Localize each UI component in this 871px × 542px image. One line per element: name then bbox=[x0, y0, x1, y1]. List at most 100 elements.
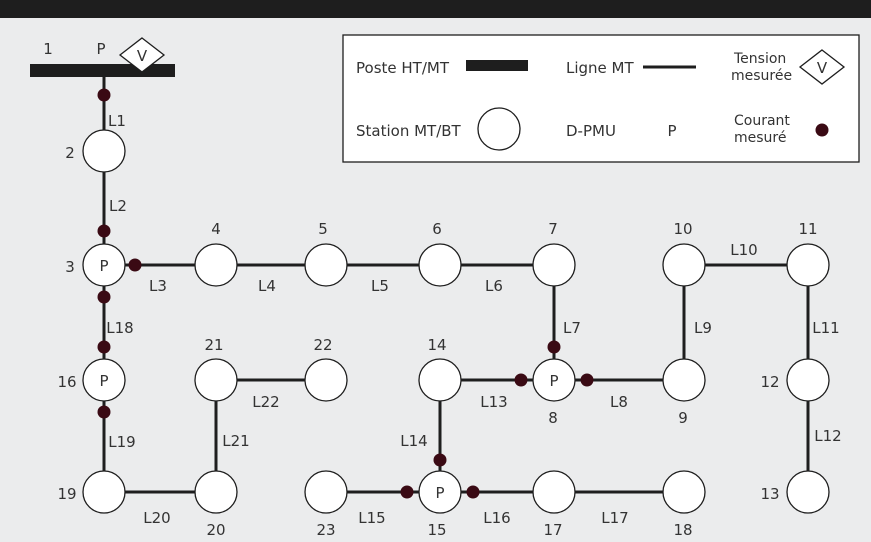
station-node-12 bbox=[786, 358, 830, 402]
voltage-measure-label: V bbox=[137, 47, 148, 65]
voltage-measure-diamond bbox=[118, 37, 166, 73]
station-node-4 bbox=[194, 243, 238, 287]
node-number-7: 7 bbox=[548, 220, 558, 238]
station-node-19 bbox=[82, 470, 126, 514]
pmu-label-15: P bbox=[435, 484, 444, 502]
station-node-17 bbox=[532, 470, 576, 514]
node-number-2: 2 bbox=[65, 144, 75, 162]
pmu-label-8: P bbox=[549, 372, 558, 390]
line-label-l9: L9 bbox=[694, 319, 712, 337]
current-measure-dot bbox=[433, 453, 447, 467]
legend-pmu-symbol: P bbox=[667, 122, 676, 140]
line-label-l2: L2 bbox=[109, 197, 127, 215]
legend-pmu-label: D-PMU bbox=[566, 122, 616, 140]
station-node-11 bbox=[786, 243, 830, 287]
node-number-9: 9 bbox=[678, 409, 688, 427]
legend-station-label: Station MT/BT bbox=[356, 122, 462, 140]
station-node-7 bbox=[532, 243, 576, 287]
station-node-9 bbox=[662, 358, 706, 402]
line-label-l19: L19 bbox=[108, 433, 135, 451]
current-measure-dot bbox=[97, 405, 111, 419]
current-measure-dot bbox=[547, 340, 561, 354]
line-label-l5: L5 bbox=[371, 277, 389, 295]
current-measure-dot bbox=[466, 485, 480, 499]
legend-station-symbol bbox=[477, 107, 521, 151]
legend-current-label-2: mesuré bbox=[734, 130, 786, 146]
node-number-16: 16 bbox=[57, 373, 76, 391]
line-label-l18: L18 bbox=[106, 319, 133, 337]
node-number-15: 15 bbox=[427, 521, 446, 539]
legend-voltage-diamond bbox=[798, 49, 846, 85]
station-node-14 bbox=[418, 358, 462, 402]
station-node-22 bbox=[304, 358, 348, 402]
current-measure-dot bbox=[580, 373, 594, 387]
line-label-l15: L15 bbox=[358, 509, 385, 527]
legend-current-dot bbox=[815, 123, 829, 137]
current-measure-dot bbox=[97, 290, 111, 304]
node-number-23: 23 bbox=[316, 521, 335, 539]
node-number-6: 6 bbox=[432, 220, 442, 238]
pmu-label-3: P bbox=[99, 257, 108, 275]
line-label-l1: L1 bbox=[108, 112, 126, 130]
node-number-19: 19 bbox=[57, 485, 76, 503]
line-label-l22: L22 bbox=[252, 393, 279, 411]
line-label-l7: L7 bbox=[563, 319, 581, 337]
line-label-l20: L20 bbox=[143, 509, 170, 527]
line-label-l12: L12 bbox=[814, 427, 841, 445]
current-measure-dot bbox=[128, 258, 142, 272]
top-banner-bar bbox=[0, 0, 871, 18]
legend-voltage-label-1: Tension bbox=[733, 51, 786, 67]
current-measure-dot bbox=[514, 373, 528, 387]
legend-voltage-symbol: V bbox=[817, 59, 828, 77]
station-node-10 bbox=[662, 243, 706, 287]
node-number-21: 21 bbox=[204, 336, 223, 354]
legend-current-label-1: Courant bbox=[734, 113, 790, 129]
station-node-16 bbox=[82, 358, 126, 402]
legend-voltage-label-2: mesurée bbox=[731, 68, 792, 84]
substation-busbar bbox=[30, 64, 175, 77]
station-node-6 bbox=[418, 243, 462, 287]
line-label-l11: L11 bbox=[812, 319, 839, 337]
line-label-l13: L13 bbox=[480, 393, 507, 411]
current-measure-dot bbox=[400, 485, 414, 499]
line-label-l8: L8 bbox=[610, 393, 628, 411]
station-node-8 bbox=[532, 358, 576, 402]
current-measure-dot bbox=[97, 224, 111, 238]
node-number-20: 20 bbox=[206, 521, 225, 539]
legend-line-label: Ligne MT bbox=[566, 59, 634, 77]
station-node-3 bbox=[82, 243, 126, 287]
station-node-21 bbox=[194, 358, 238, 402]
station-node-20 bbox=[194, 470, 238, 514]
legend-substation-symbol bbox=[466, 60, 528, 71]
node-number-12: 12 bbox=[760, 373, 779, 391]
node-number-18: 18 bbox=[673, 521, 692, 539]
node-number-4: 4 bbox=[211, 220, 221, 238]
station-node-23 bbox=[304, 470, 348, 514]
line-label-l6: L6 bbox=[485, 277, 503, 295]
node-number-22: 22 bbox=[313, 336, 332, 354]
line-label-l10: L10 bbox=[730, 241, 757, 259]
line-label-l3: L3 bbox=[149, 277, 167, 295]
station-node-2 bbox=[82, 129, 126, 173]
legend-substation-label: Poste HT/MT bbox=[356, 59, 450, 77]
source-pmu-label: P bbox=[96, 40, 105, 58]
source-bus-number: 1 bbox=[43, 40, 53, 58]
node-number-17: 17 bbox=[543, 521, 562, 539]
line-label-l16: L16 bbox=[483, 509, 510, 527]
station-node-5 bbox=[304, 243, 348, 287]
current-measure-dot bbox=[97, 340, 111, 354]
node-number-14: 14 bbox=[427, 336, 446, 354]
line-label-l14: L14 bbox=[400, 432, 427, 450]
source-bus: 1 P V bbox=[30, 37, 175, 77]
node-number-5: 5 bbox=[318, 220, 328, 238]
current-dots-layer bbox=[97, 88, 594, 499]
line-label-l21: L21 bbox=[222, 432, 249, 450]
legend-box bbox=[342, 34, 860, 163]
node-number-10: 10 bbox=[673, 220, 692, 238]
pmu-label-16: P bbox=[99, 372, 108, 390]
station-node-15 bbox=[418, 470, 462, 514]
line-label-l17: L17 bbox=[601, 509, 628, 527]
station-node-13 bbox=[786, 470, 830, 514]
